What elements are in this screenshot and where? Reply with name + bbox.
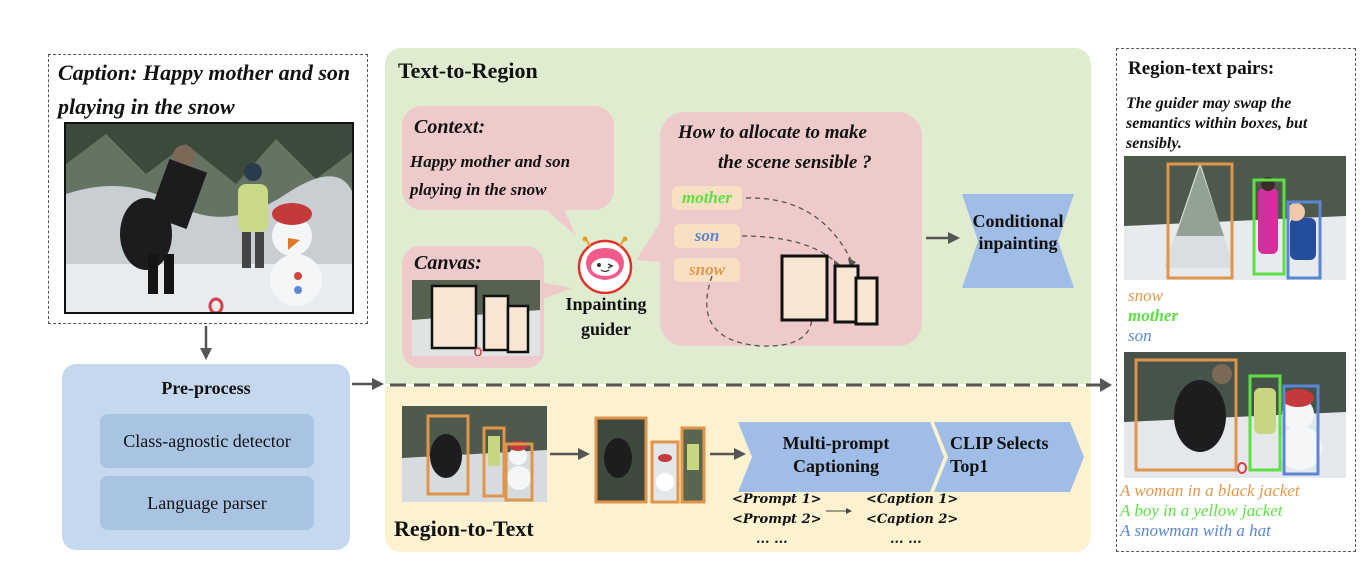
pair-label-son: son (1128, 326, 1152, 345)
pair-label-snow: snow (1128, 286, 1163, 305)
pair-label-mother: mother (1128, 306, 1179, 325)
caption-snowman: A snowman with a hat (1120, 521, 1271, 540)
text-to-region-title: Text-to-Region (398, 58, 538, 83)
detected-image (402, 406, 547, 502)
allocation-question-line2: the scene sensible ? (718, 152, 872, 173)
context-label: Context: (414, 116, 486, 138)
cropped-regions (594, 414, 710, 506)
prompt-1: <Prompt 1> (732, 492, 822, 507)
multi-prompt-captioning-label: Multi-prompt Captioning (782, 433, 890, 476)
guider-label: Inpainting guider (565, 294, 647, 339)
pairs-note: The guider may swap the semantics within… (1126, 95, 1308, 152)
class-agnostic-detector: Class-agnostic detector (100, 414, 314, 468)
prompt-2: <Prompt 2> (732, 512, 822, 527)
pairs-title: Region-text pairs: (1128, 58, 1275, 79)
preprocess-panel: Pre-process Class-agnostic detector Lang… (62, 364, 350, 550)
caption-ellipsis: ... ... (890, 532, 922, 547)
tag-mother: mother (672, 186, 742, 210)
tag-snow: snow (674, 258, 740, 282)
inpainted-result-image (1124, 156, 1346, 280)
context-bubble (402, 106, 614, 210)
canvas-label: Canvas: (414, 252, 482, 274)
allocation-question-line1: How to allocate to make (678, 122, 867, 143)
conditional-inpainting-block (962, 194, 1074, 288)
robot-icon (572, 236, 638, 295)
language-parser: Language parser (100, 476, 314, 530)
caption-text: Caption: Happy mother and son playing in… (58, 60, 351, 119)
snow-photo (64, 122, 354, 314)
caption-2: <Caption 2> (866, 512, 959, 527)
caption-panel (48, 54, 368, 324)
clip-top1-label: CLIP Selects Top1 (950, 433, 1049, 476)
tag-son: son (674, 224, 740, 248)
caption-woman: A woman in a black jacket (1120, 481, 1300, 500)
context-text: Happy mother and son playing in the snow (410, 152, 571, 199)
region-text-pairs-panel (1116, 48, 1356, 552)
prompt-ellipsis: ... ... (756, 532, 788, 547)
caption-boy: A boy in a yellow jacket (1120, 501, 1283, 520)
canvas-image (412, 280, 540, 357)
caption-1: <Caption 1> (866, 492, 959, 507)
preprocess-title: Pre-process (161, 378, 251, 398)
conditional-inpainting-label: Conditional inpainting (972, 211, 1064, 253)
captioned-result-image (1124, 352, 1346, 478)
region-to-text-title: Region-to-Text (394, 516, 534, 541)
